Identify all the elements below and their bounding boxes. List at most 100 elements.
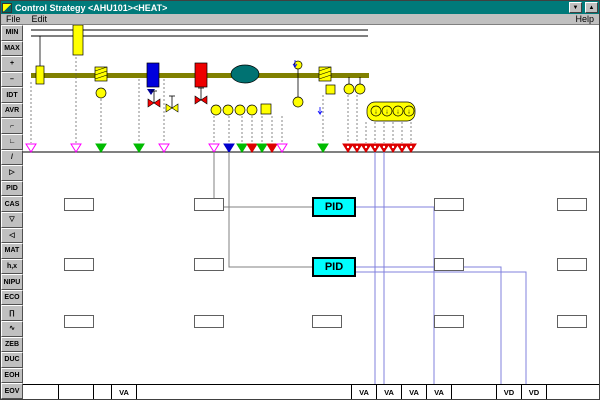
flag-connector[interactable] [276,143,288,153]
tool-max[interactable]: MAX [1,40,23,57]
sensor[interactable] [246,104,258,116]
alarm-point[interactable] [370,105,382,117]
placeholder-box[interactable] [64,198,94,211]
flag-connector[interactable] [256,143,268,153]
heating-coil [194,62,208,88]
tool-step[interactable]: ∟ [1,134,23,150]
alarm-point[interactable] [392,105,404,117]
menu-help[interactable]: Help [575,14,594,24]
alarm-point[interactable] [381,105,393,117]
flag-dot [400,145,404,149]
point-cell: VA [401,385,426,399]
tool-eco[interactable]: ECO [1,289,23,306]
maximize-button[interactable]: ▲ [585,2,598,13]
sensor[interactable] [210,104,222,116]
placeholder-box[interactable] [557,198,587,211]
placeholder-box[interactable] [434,258,464,271]
tool-pulse[interactable]: ∏ [1,305,23,321]
mixing-damper-blade [94,70,108,76]
placeholder-box[interactable] [434,198,464,211]
tool-eov[interactable]: EOV [1,383,23,399]
pid-block[interactable]: PID [312,257,356,277]
placeholder-box[interactable] [194,258,224,271]
flag-connector[interactable] [236,143,248,153]
tool-add[interactable]: + [1,56,23,72]
tool-dif[interactable]: – [1,71,23,88]
placeholder-box[interactable] [557,315,587,328]
tool-nipu[interactable]: NIPU [1,274,23,290]
alarm-point[interactable] [403,105,415,117]
point-cell: VA [426,385,451,399]
flag-dot [364,145,368,149]
sensor[interactable] [95,87,107,99]
tool-compare[interactable]: ▽ [1,211,23,228]
menu-list: File Edit [6,14,47,24]
tool-select[interactable]: ◁ [1,227,23,244]
flag-connector[interactable] [208,143,220,153]
flag-connector[interactable] [95,143,107,153]
mixing-damper-blade [94,66,108,72]
point-cell: VA [111,385,136,399]
placeholder-box[interactable] [434,315,464,328]
point-cell [23,385,58,399]
pressure-sensor[interactable] [354,83,366,95]
tool-switch[interactable]: ⌐ [1,118,23,135]
flag-connector[interactable] [223,143,235,153]
placeholder-box[interactable] [64,258,94,271]
tool-eoh[interactable]: EOH [1,367,23,384]
titlebar[interactable]: Control Strategy <AHU101><HEAT> ▼ ▲ [1,1,599,14]
flag-connector[interactable] [133,143,145,153]
flag-dot [391,145,395,149]
minimize-button[interactable]: ▼ [569,2,582,13]
tool-zeb[interactable]: ZEB [1,336,23,353]
flag-connector[interactable] [246,143,258,153]
tool-limit[interactable]: ▷ [1,165,23,181]
menubar: File Edit Help [1,14,599,25]
wire-purple [356,266,502,384]
flag-connector[interactable] [70,143,82,153]
flag-connector[interactable] [25,143,37,153]
placeholder-box[interactable] [557,258,587,271]
tool-duc[interactable]: DUC [1,352,23,368]
outside-damper [35,65,45,85]
point-cell [546,385,599,399]
placeholder-box[interactable] [312,315,342,328]
pressure-sensor[interactable] [343,83,355,95]
schematic-drawing: ↓↓↓↓ [23,25,599,384]
point-cell: VD [521,385,546,399]
flag-dot [373,145,377,149]
flag-connector[interactable] [317,143,329,153]
tool-cas[interactable]: CAS [1,196,23,212]
pid-block[interactable]: PID [312,197,356,217]
sensor[interactable] [234,104,246,116]
tool-wave[interactable]: ∿ [1,320,23,337]
tool-ramp[interactable]: / [1,149,23,166]
mixing-damper-blade [94,74,108,80]
point-cell [93,385,111,399]
sensor[interactable] [222,104,234,116]
point-cell: VA [351,385,376,399]
sensor[interactable] [292,96,304,108]
alarm-point-glyph: ↓ [396,109,400,116]
placeholder-box[interactable] [194,315,224,328]
menu-file[interactable]: File [6,14,21,24]
tool-avr[interactable]: AVR [1,102,23,119]
menu-edit[interactable]: Edit [31,14,48,24]
tool-min[interactable]: MIN [1,25,23,41]
tool-hx[interactable]: h,x [1,258,23,275]
flow-arrow [317,107,323,116]
tool-pid[interactable]: PID [1,180,23,197]
tool-idt[interactable]: IDT [1,87,23,103]
app-icon[interactable] [2,2,12,13]
flag-connector[interactable] [266,143,278,153]
flag-dot [382,145,386,149]
placeholder-box[interactable] [194,198,224,211]
flag-connector[interactable] [158,143,170,153]
sensor-box [325,84,336,95]
point-cell: VA [376,385,401,399]
tool-mat[interactable]: MAT [1,243,23,259]
placeholder-box[interactable] [64,315,94,328]
